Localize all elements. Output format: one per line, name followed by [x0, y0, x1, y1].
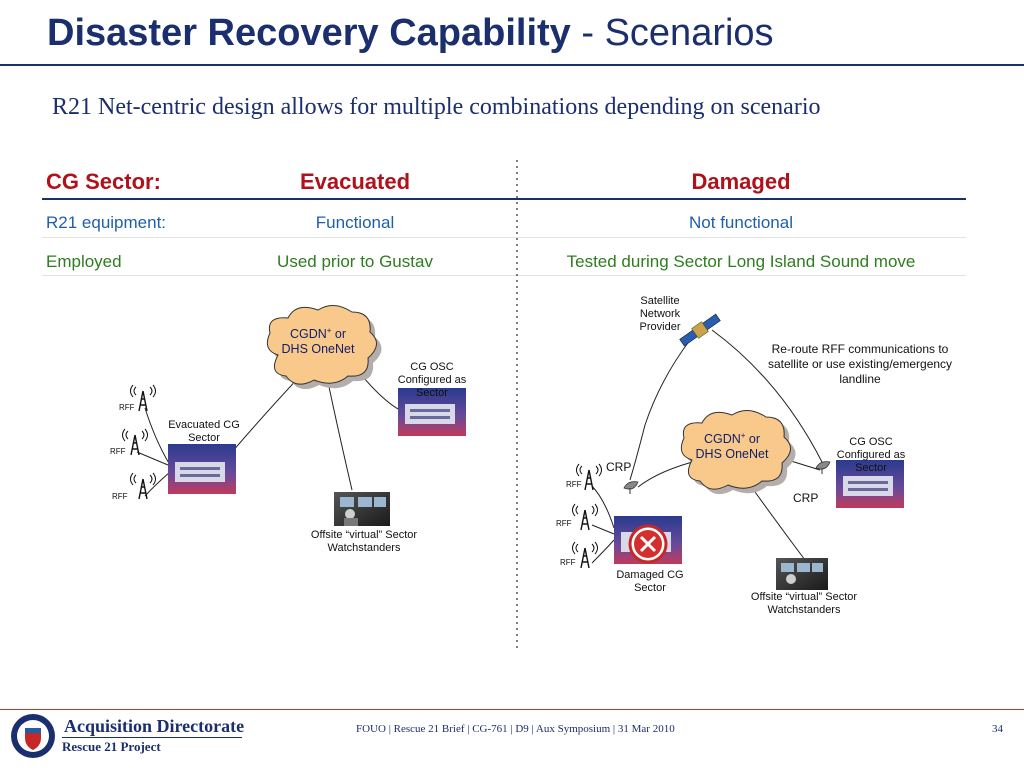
reroute-line1: Re-route RFF communications to — [771, 342, 949, 356]
link-sat-crp — [629, 339, 691, 481]
org-underline — [62, 737, 242, 738]
subtitle: R21 Net-centric design allows for multip… — [52, 94, 821, 120]
satellite-dish-icon — [623, 481, 639, 494]
offsite-line1: Offsite “virtual” Sector — [310, 529, 418, 541]
rff-label: RFF — [112, 492, 128, 501]
cloud-label-line2: DHS OneNet — [695, 447, 769, 462]
rff-label: RFF — [560, 558, 576, 567]
org-name: Acquisition Directorate — [64, 716, 245, 736]
cloud-icon — [266, 305, 382, 390]
title-bold: Disaster Recovery Capability — [47, 12, 571, 54]
link-sat-osc — [711, 329, 823, 463]
evac-line1: Evacuated CG — [168, 419, 240, 431]
osc-line1: CG OSC — [410, 361, 454, 373]
footer-text: FOUO | Rescue 21 Brief | CG-761 | D9 | A… — [356, 723, 675, 735]
osc-line3: Sector — [416, 387, 448, 399]
cloud-label-line1: CGDN — [289, 327, 327, 342]
workstation-icon — [776, 558, 828, 590]
no-symbol-icon — [628, 524, 668, 564]
reroute-line3: landline — [839, 372, 881, 386]
header-damaged: Damaged — [691, 169, 791, 194]
row1-damaged: Not functional — [689, 213, 793, 232]
workstation-icon — [334, 492, 390, 526]
satellite-dish-icon — [815, 461, 831, 474]
rff-label: RFF — [566, 480, 582, 489]
crp-label: CRP — [606, 460, 632, 474]
row2-evacuated: Used prior to Gustav — [277, 252, 433, 271]
offsite-line1: Offsite “virtual” Sector — [750, 591, 858, 603]
rff-label: RFF — [110, 447, 126, 456]
radio-tower-icon — [121, 428, 149, 456]
radio-tower-icon — [571, 541, 599, 569]
reroute-line2: satellite or use existing/emergency — [767, 357, 953, 371]
cloud-label-sup: + — [326, 326, 332, 335]
header-label: CG Sector: — [46, 169, 161, 194]
osc-line2: Configured as — [836, 449, 906, 461]
table-header-rule — [42, 198, 966, 200]
row1-evacuated: Functional — [315, 213, 395, 232]
osc-line1: CG OSC — [849, 436, 893, 448]
title-divider — [0, 64, 1024, 66]
seal-icon — [11, 714, 55, 758]
radio-tower-icon — [129, 472, 157, 500]
cloud-label-tail: or — [745, 432, 761, 447]
building-icon — [398, 388, 466, 436]
sat-line2: Network — [639, 308, 681, 320]
header-evacuated: Evacuated — [299, 169, 411, 194]
damaged-line1: Damaged CG — [616, 569, 684, 581]
offsite-line2: Watchstanders — [327, 542, 401, 554]
building-icon — [836, 460, 904, 508]
satellite-icon — [679, 313, 721, 347]
title-rest: - Scenarios — [570, 12, 774, 54]
cloud-icon — [680, 410, 796, 495]
osc-line3: Sector — [855, 462, 887, 474]
crp-label: CRP — [793, 491, 819, 505]
table-row-rule-2 — [42, 275, 966, 276]
org-subtitle: Rescue 21 Project — [62, 739, 161, 754]
building-icon — [168, 444, 236, 494]
page-number: 34 — [992, 723, 1003, 735]
offsite-line2: Watchstanders — [767, 604, 841, 616]
cloud-label-line1: CGDN — [703, 432, 741, 447]
cloud-label-line2: DHS OneNet — [281, 342, 355, 357]
rff-label: RFF — [119, 403, 135, 412]
table-row-rule — [42, 237, 966, 238]
row2-label: Employed — [46, 252, 122, 271]
rff-label: RFF — [556, 519, 572, 528]
sat-line3: Provider — [639, 321, 681, 333]
slide-title: Disaster Recovery Capability - Scenarios — [47, 12, 774, 55]
footer-divider — [0, 709, 1024, 710]
row1-label: R21 equipment: — [46, 213, 167, 232]
cloud-label-tail: or — [331, 327, 347, 342]
row2-damaged: Tested during Sector Long Island Sound m… — [566, 252, 916, 271]
damaged-line2: Sector — [634, 582, 666, 594]
evac-line2: Sector — [188, 432, 220, 444]
osc-line2: Configured as — [397, 374, 467, 386]
cloud-label-sup: + — [740, 431, 746, 440]
sat-line1: Satellite — [640, 295, 680, 307]
